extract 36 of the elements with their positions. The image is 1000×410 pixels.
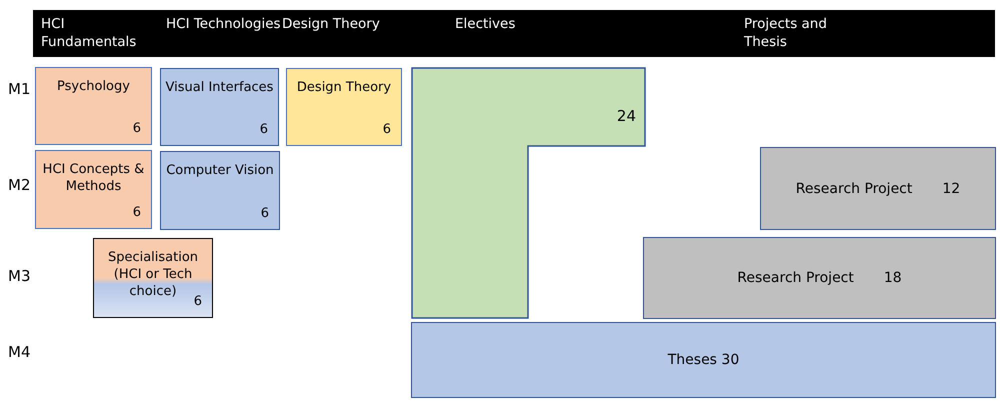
column-heading: Electives [455,15,516,33]
module-name: Research Project [737,270,854,286]
credit-points: 12 [942,180,960,196]
module-box [93,238,213,318]
row-label: M1 [8,80,30,98]
header-bar [33,10,995,57]
column-heading: Projects and Thesis [744,15,828,51]
module-box [286,68,402,146]
module-box [643,237,996,319]
credit-points: 6 [132,121,141,136]
column-heading: HCI Fundamentals [41,15,138,51]
module-box [411,322,996,398]
module-name: HCI Concepts & Methods [42,161,146,195]
row-label: M2 [8,176,30,194]
credit-points: 6 [260,122,268,137]
credit-points: 6 [260,206,269,221]
credit-points: 24 [616,107,636,125]
module-box [35,67,152,145]
credit-points: 6 [382,122,391,137]
module-box [35,150,152,229]
module-name: Design Theory [296,79,392,96]
credit-points: 6 [194,294,202,309]
credit-points: 18 [884,270,902,286]
module-name: Theses 30 [668,352,740,368]
column-heading: Design Theory [282,15,381,33]
column-heading: HCI Technologies [166,15,282,33]
module-box [160,68,279,146]
module-name: Psychology [56,78,131,95]
module-box [160,151,280,230]
row-label: M3 [8,267,30,285]
credit-points: 6 [132,205,141,220]
module-box [760,147,996,230]
module-name: Research Project [796,180,912,196]
module-name: Visual Interfaces [165,79,274,96]
module-name: Computer Vision [165,162,275,179]
row-label: M4 [8,343,30,361]
